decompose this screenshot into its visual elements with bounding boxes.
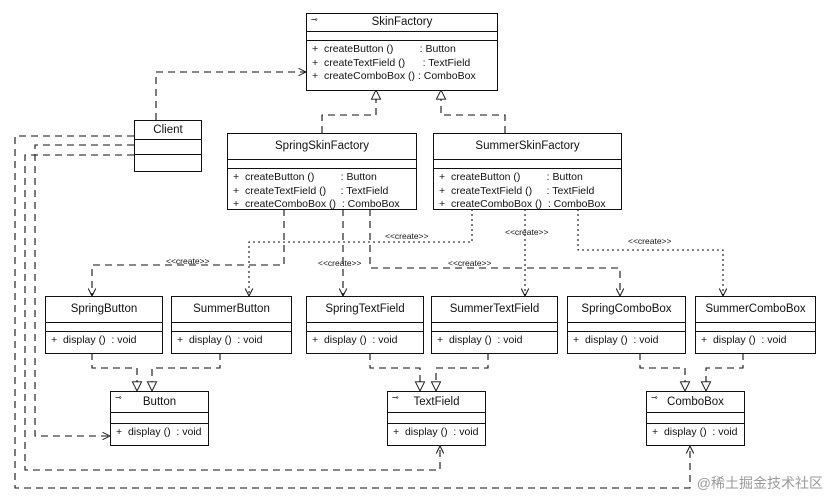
operation: + createComboBox () : ComboBox [312, 70, 476, 82]
package-icon: ⊸ [392, 393, 399, 402]
class-summerbutton[interactable]: SummerButton + display () : void [171, 296, 292, 354]
dep-summerfactory-summerbutton [249, 209, 473, 296]
operation: + display () : void [652, 426, 738, 438]
operation: + display () : void [177, 334, 263, 346]
class-name: SummerComboBox [696, 297, 815, 323]
stereotype-label: <<create>> [448, 258, 492, 268]
class-name: Client [135, 121, 201, 140]
class-springbutton[interactable]: SpringButton + display () : void [45, 296, 163, 354]
attributes-section [172, 323, 291, 332]
operation: + display () : void [312, 334, 398, 346]
attributes-section [434, 160, 621, 169]
attributes-section [307, 323, 423, 332]
operation: + createComboBox () : ComboBox [233, 198, 400, 210]
attributes-section [46, 323, 162, 332]
watermark: @稀土掘金技术社区 [696, 475, 823, 491]
attributes-section [432, 323, 557, 332]
class-name: ⊸ SkinFactory [307, 14, 497, 32]
attributes-section [135, 140, 201, 155]
real-summerfactory-skinfactory [441, 90, 506, 133]
dep-client-textfield [24, 154, 440, 471]
class-springcombobox[interactable]: SpringComboBox + display () : void [567, 296, 686, 354]
operation: + createTextField () : TextField [233, 184, 389, 197]
class-button[interactable]: ⊸ Button + display () : void [110, 391, 209, 446]
class-springskinfactory[interactable]: SpringSkinFactory + createButton () : Bu… [227, 133, 417, 210]
gen-summertextfield-textfield [436, 353, 489, 391]
class-skinfactory[interactable]: ⊸ SkinFactory + createButton () : Button… [306, 13, 498, 91]
class-summerskinfactory[interactable]: SummerSkinFactory + createButton () : Bu… [433, 133, 622, 210]
class-name: ⊸ ComboBox [647, 392, 744, 413]
class-name: SummerButton [172, 297, 291, 323]
class-client[interactable]: Client [134, 120, 202, 172]
operation: + display () : void [116, 426, 202, 438]
dep-client-combobox [14, 135, 690, 489]
attributes-section [388, 413, 485, 424]
operation: + display () : void [393, 426, 479, 438]
attributes-section [111, 413, 208, 424]
attributes-section [696, 323, 815, 332]
class-name: SummerTextField [432, 297, 557, 323]
operation: + createTextField () : TextField [312, 56, 471, 69]
class-name: SummerSkinFactory [434, 134, 621, 160]
operation: + createTextField () : TextField [439, 184, 595, 197]
gen-summerbutton-button [152, 353, 221, 391]
real-springfactory-skinfactory [321, 90, 376, 133]
class-name: ⊸ Button [111, 392, 208, 413]
attributes-section [647, 413, 744, 424]
gen-springtextfield-textfield [369, 353, 420, 391]
operation: + createButton () : Button [312, 43, 456, 55]
class-combobox[interactable]: ⊸ ComboBox + display () : void [646, 391, 745, 446]
operation: + createComboBox () : ComboBox [439, 198, 606, 210]
stereotype-label: <<create>> [628, 236, 672, 246]
attributes-section [568, 323, 685, 332]
operations-section: + createButton () : Button+ createTextFi… [307, 41, 497, 85]
dep-client-button [34, 144, 134, 436]
operation: + display () : void [573, 334, 659, 346]
operation: + createButton () : Button [439, 171, 583, 183]
operations-section: + createButton () : Button+ createTextFi… [434, 169, 621, 213]
class-name: SpringSkinFactory [228, 134, 416, 160]
operation: + display () : void [437, 334, 523, 346]
gen-springbutton-button [91, 353, 137, 391]
dep-springfactory-springcombobox [369, 209, 620, 296]
class-springtextfield[interactable]: SpringTextField + display () : void [306, 296, 424, 354]
class-textfield[interactable]: ⊸ TextField + display () : void [387, 391, 486, 446]
class-name: SpringTextField [307, 297, 423, 323]
stereotype-label: <<create>> [318, 258, 362, 268]
dep-summerfactory-summercombobox [577, 209, 723, 296]
package-icon: ⊸ [651, 393, 658, 402]
operation: + createButton () : Button [233, 171, 377, 183]
attributes-section [228, 160, 416, 169]
stereotype-label: <<create>> [385, 231, 429, 241]
package-icon: ⊸ [115, 393, 122, 402]
stereotype-label: <<create>> [505, 227, 549, 237]
class-name: ⊸ TextField [388, 392, 485, 413]
stereotype-label: <<create>> [166, 256, 210, 266]
package-icon: ⊸ [311, 15, 318, 24]
operations-section: + createButton () : Button+ createTextFi… [228, 169, 416, 213]
dep-client-skinfactory [155, 72, 306, 120]
operation: + display () : void [701, 334, 787, 346]
operation: + display () : void [51, 334, 137, 346]
class-name: SpringComboBox [568, 297, 685, 323]
dep-springfactory-springbutton [92, 209, 285, 296]
class-summertextfield[interactable]: SummerTextField + display () : void [431, 296, 558, 354]
attributes-section [307, 32, 497, 41]
class-name: SpringButton [46, 297, 162, 323]
class-summercombobox[interactable]: SummerComboBox + display () : void [695, 296, 816, 354]
gen-springcombobox-combobox [639, 353, 685, 391]
gen-summercombobox-combobox [706, 353, 744, 391]
